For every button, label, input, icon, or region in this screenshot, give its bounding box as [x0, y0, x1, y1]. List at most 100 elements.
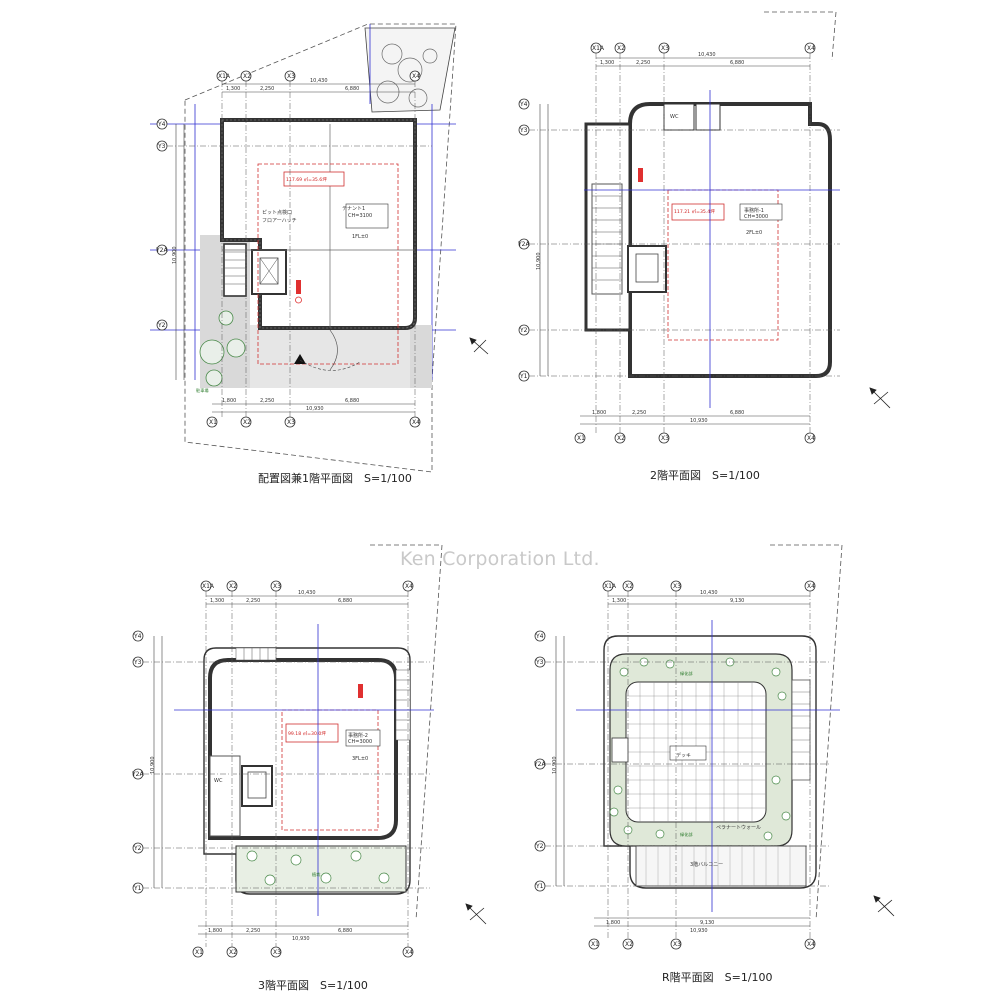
dim-bottom-seg1: 1,800	[222, 398, 236, 404]
p3-dim-top3: 6,880	[338, 598, 352, 604]
p3-grid-x3: X3	[273, 583, 281, 590]
grid-label-y3: Y3	[157, 143, 166, 150]
p2-room-area: 117.21 ㎡=35.4坪	[674, 208, 715, 215]
p4-grid-x2: X2	[625, 583, 633, 590]
p4-dim-top: 10,430	[700, 590, 718, 596]
plan-3f-drawing	[132, 544, 487, 958]
p3-dim-top2: 2,250	[246, 598, 260, 604]
p4-grid-y1: Y1	[535, 883, 544, 890]
grid-label-x3: X3	[287, 73, 295, 80]
p2-grid-x4: X4	[807, 45, 815, 52]
north-arrow-icon	[869, 387, 891, 409]
grid-label-y4: Y4	[157, 121, 166, 128]
caption-plan1: 配置図兼1階平面図 S=1/100	[258, 472, 412, 485]
p4-grid-x3: X3	[673, 583, 681, 590]
p1-room-ch: CH=3100	[348, 213, 372, 219]
p1-dim-left: 10,900	[172, 247, 178, 265]
p3-dim-bot1: 1,800	[208, 928, 222, 934]
p2-grid-y1: Y1	[519, 373, 528, 380]
grid-label-x3b: X3	[287, 419, 295, 426]
grid-label-x1a: X1A	[218, 73, 231, 80]
p1-note-hatch: フロアーハッチ	[262, 218, 297, 224]
p2-dim-top: 10,430	[698, 52, 716, 58]
p4-grid-x4b: X4	[807, 941, 815, 948]
p3-grid-x2b: X2	[229, 949, 237, 956]
p4-green-bottom: 緑化部	[680, 831, 693, 838]
p2-grid-x1a: X1A	[592, 45, 605, 52]
p2-grid-x4b: X4	[807, 435, 815, 442]
grid-label-x2: X2	[243, 73, 251, 80]
dim-bottom-overall: 10,930	[306, 406, 324, 412]
p3-dim-bot3: 6,880	[338, 928, 352, 934]
p3-grid-x3b: X3	[273, 949, 281, 956]
p3-grid-y1: Y1	[133, 885, 142, 892]
p2-grid-x2b: X2	[617, 435, 625, 442]
p4-grid-x2b: X2	[625, 941, 633, 948]
p3-floor-level: 3FL±0	[352, 756, 368, 762]
p4-dim-bot1: 1,800	[606, 920, 620, 926]
plan-2f-drawing	[518, 11, 891, 444]
p3-grid-x1b: X1	[195, 949, 203, 956]
p3-dim-bot2: 2,250	[246, 928, 260, 934]
p2-grid-x1b: X1	[577, 435, 585, 442]
p2-grid-y3: Y3	[519, 127, 528, 134]
p4-grid-x1a: X1A	[604, 583, 617, 590]
dim-bottom-seg3: 6,880	[345, 398, 359, 404]
p2-dim-bot1: 1,800	[592, 410, 606, 416]
p4-grid-x4: X4	[807, 583, 815, 590]
grid-label-y2a: Y2A	[155, 247, 168, 254]
dim-top-overall: 10,430	[310, 78, 328, 84]
p2-dim-left: 10,900	[536, 253, 542, 271]
p1-floor-level: 1FL±0	[352, 234, 368, 240]
p4-grid-y2a: Y2A	[533, 761, 546, 768]
p3-grid-x2: X2	[229, 583, 237, 590]
p4-dim-top-roof: 9,130	[730, 598, 744, 604]
p3-grid-x4: X4	[405, 583, 413, 590]
p2-dim-top2: 2,250	[636, 60, 650, 66]
p4-dim-top1: 1,300	[612, 598, 626, 604]
p4-deck: デッキ	[676, 752, 691, 759]
grid-label-x4b: X4	[412, 419, 420, 426]
p3-grid-y4: Y4	[133, 633, 142, 640]
p4-grid-y2: Y2	[535, 843, 544, 850]
north-arrow-icon	[465, 903, 487, 925]
p3-grid-y2: Y2	[133, 845, 142, 852]
p3-grid-y2a: Y2A	[131, 771, 144, 778]
dim-bottom-seg2: 2,250	[260, 398, 274, 404]
p2-grid-x3: X3	[661, 45, 669, 52]
p3-dim-bottom: 10,930	[292, 936, 310, 942]
p3-dim-top: 10,430	[298, 590, 316, 596]
p2-dim-bot2: 2,250	[632, 410, 646, 416]
grid-label-x4: X4	[412, 73, 420, 80]
caption-plan3: 3階平面図 S=1/100	[258, 979, 368, 992]
p4-parapet: ペラナートウォール	[716, 824, 761, 831]
p3-wc: WC	[214, 778, 223, 784]
dim-top-seg3: 6,880	[345, 86, 359, 92]
p2-room-ch: CH=3000	[744, 214, 768, 220]
p2-dim-top3: 6,880	[730, 60, 744, 66]
dim-top-seg2: 2,250	[260, 86, 274, 92]
p3-room-ch: CH=3000	[348, 739, 372, 745]
p1-parking: 駐車場	[196, 387, 209, 394]
p2-floor-level: 2FL±0	[746, 230, 762, 236]
p3-balcony-note: 植栽	[312, 871, 321, 878]
dim-top-seg1: 1,300	[226, 86, 240, 92]
plan-1f-drawing	[150, 23, 489, 473]
p2-dim-bot3: 6,880	[730, 410, 744, 416]
p3-room-label: 事務所-2	[348, 732, 368, 739]
p4-green-top: 緑化部	[680, 670, 693, 677]
p3-dim-left: 10,900	[150, 757, 156, 775]
p4-grid-y4: Y4	[535, 633, 544, 640]
p1-room-area: 117.69 ㎡=35.6坪	[286, 176, 327, 183]
p4-dim-bot-roof: 9,130	[700, 920, 714, 926]
p2-wc: WC	[670, 114, 679, 120]
p4-balcony: 3階バルコニー	[690, 861, 723, 868]
p2-room-label: 事務所-1	[744, 207, 764, 214]
p2-grid-x2: X2	[617, 45, 625, 52]
caption-plan2: 2階平面図 S=1/100	[650, 469, 760, 482]
p2-dim-bottom: 10,930	[690, 418, 708, 424]
p4-dim-left: 10,900	[552, 757, 558, 775]
caption-plan4: R階平面図 S=1/100	[662, 971, 773, 984]
